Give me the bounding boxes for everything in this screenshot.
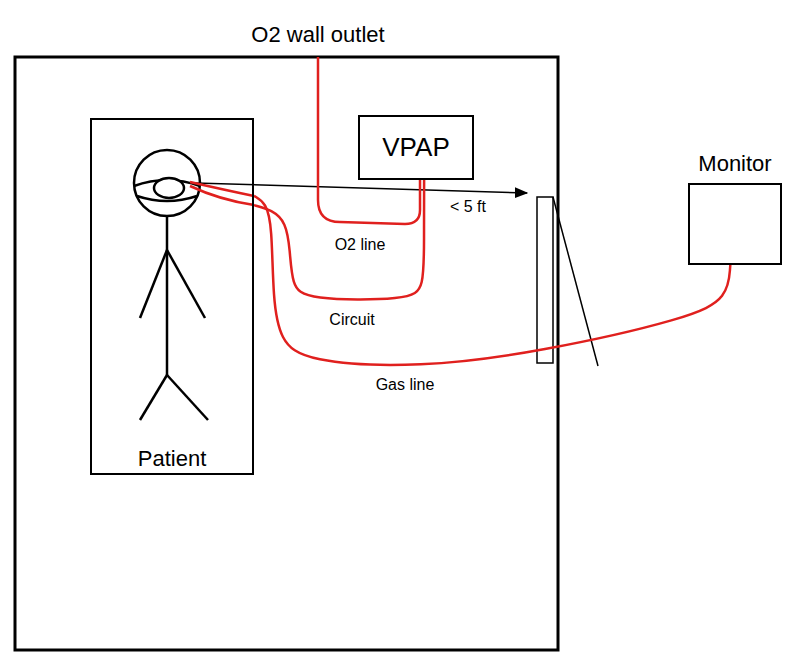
tube-connector	[254, 180, 424, 299]
patient-bed: Patient	[90, 118, 254, 475]
room-wall	[15, 57, 558, 650]
tube-label: Gas line	[374, 376, 437, 394]
box-label: Patient	[138, 446, 207, 471]
box-label: VPAP	[382, 133, 449, 163]
gas-line-mask-end	[190, 182, 254, 196]
line-label: O2 line	[333, 236, 388, 254]
monitor-box: Monitor	[688, 183, 782, 265]
outlet-label: O2 wall outlet	[249, 22, 386, 47]
tube-label: Circuit	[327, 311, 376, 329]
tube-connector	[254, 196, 730, 365]
box-heading: Monitor	[698, 151, 771, 176]
patient-figure	[134, 150, 208, 420]
vpap-box: VPAP	[358, 115, 474, 180]
distance-label: < 5 ft	[448, 198, 488, 216]
door-frame	[537, 197, 553, 363]
distance-arrow	[195, 183, 527, 193]
